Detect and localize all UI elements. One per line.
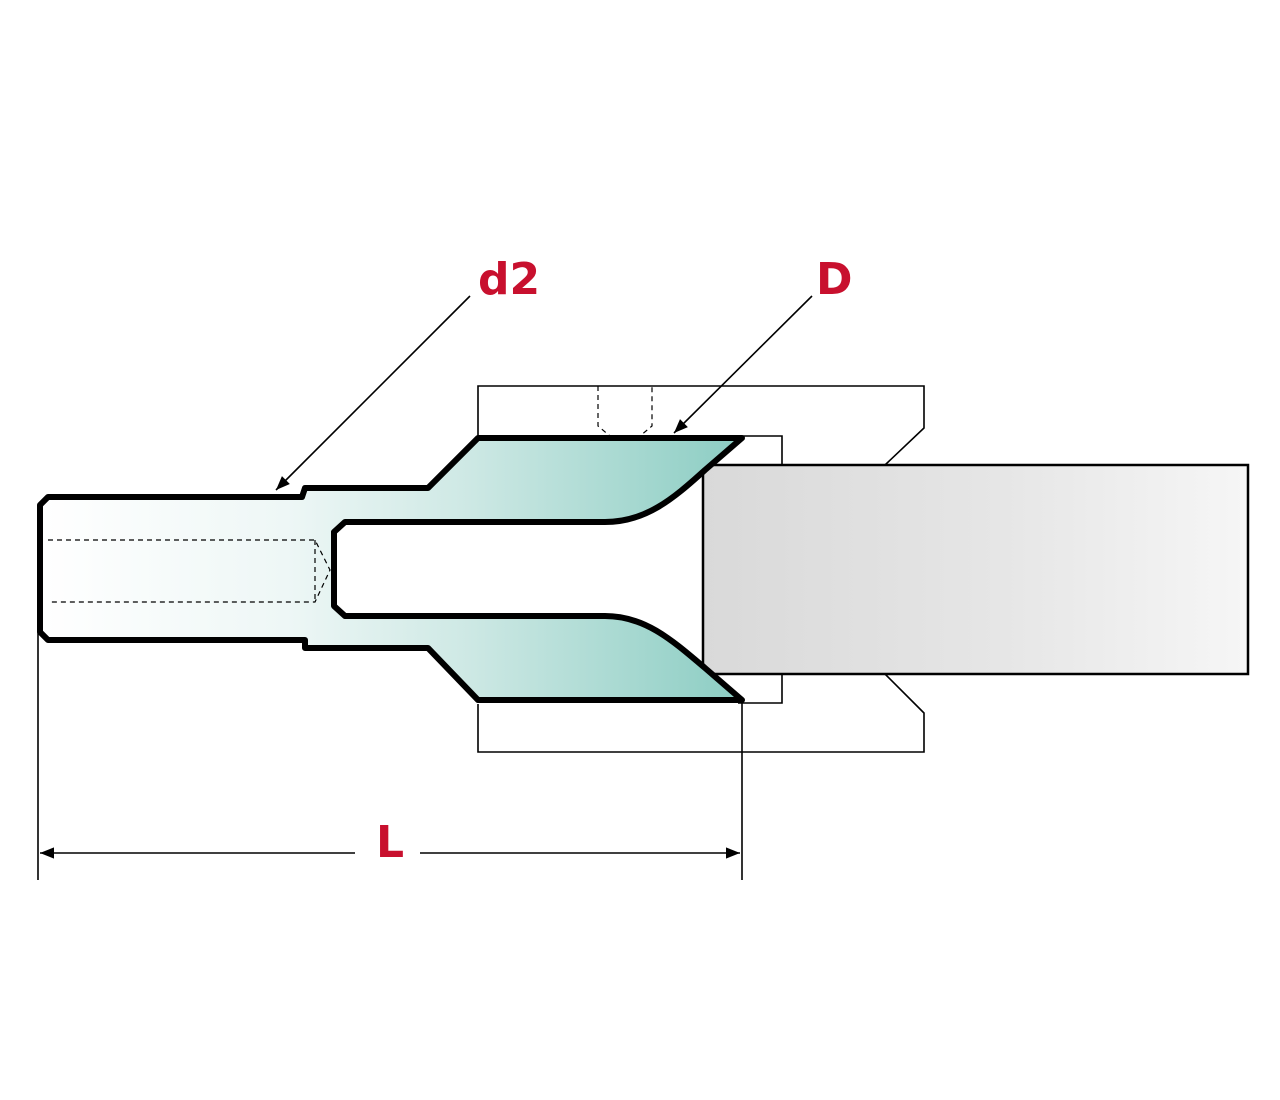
workpiece-outline: [477, 385, 925, 753]
plug-cutter-body: [37, 435, 745, 703]
shaft: [701, 463, 1250, 676]
label-D: D: [816, 254, 853, 305]
leader-d2: [275, 295, 471, 491]
label-d2: d2: [478, 254, 540, 305]
screw-hole-hidden-line: [597, 386, 653, 437]
leader-D: [673, 295, 813, 434]
dimension-L: [37, 632, 743, 880]
internal-bore-hidden-line: [48, 539, 331, 603]
label-L: L: [376, 817, 404, 868]
